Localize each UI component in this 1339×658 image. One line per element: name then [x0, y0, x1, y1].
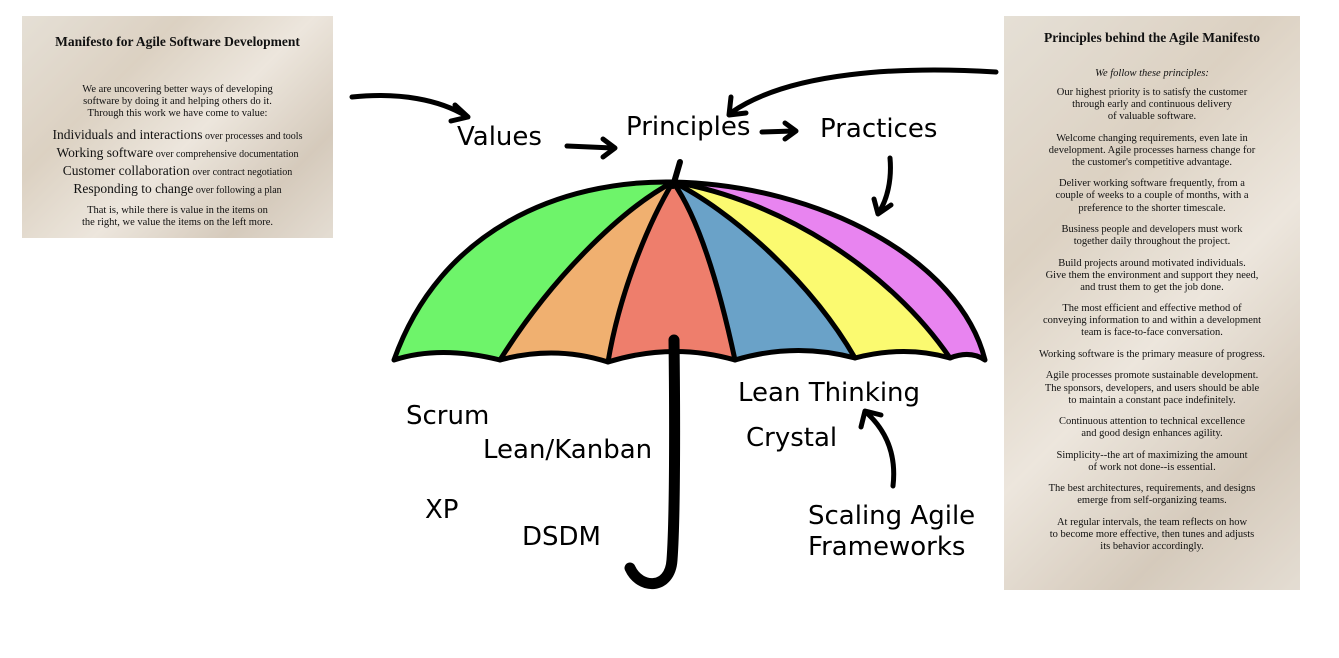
- label-crystal: Crystal: [746, 423, 838, 453]
- principle-item: Deliver working software frequently, fro…: [1055, 178, 1249, 214]
- arrow-to-values-head: [448, 102, 471, 124]
- label-principles: Principles: [626, 112, 751, 142]
- manifesto-value: Working software over comprehensive docu…: [22, 145, 333, 163]
- arrow-to-principles: [729, 67, 999, 115]
- value-rest: over contract negotiation: [192, 167, 293, 178]
- manifesto-outro: That is, while there is value in the ite…: [22, 205, 333, 229]
- canopy-rib: [670, 179, 738, 363]
- manifesto-intro: We are uncovering better ways of develop…: [22, 84, 333, 120]
- principle-item: Working software is the primary measure …: [1038, 348, 1265, 360]
- manifesto-outro-line: That is, while there is value in the ite…: [87, 205, 268, 216]
- canopy-outline: [391, 179, 988, 365]
- principle-item: Agile processes promote sustainable deve…: [1044, 370, 1260, 406]
- label-lean-thinking: Lean Thinking: [738, 378, 921, 408]
- value-lead: Individuals and interactions: [52, 127, 203, 142]
- arrow-principles-to-practices-head: [782, 120, 799, 142]
- umbrella-outline: [391, 159, 988, 589]
- arrow-values-to-principles-head: [600, 136, 618, 160]
- label-scaling-agile: Scaling Agile: [808, 501, 976, 531]
- canopy-panel-orange: [500, 182, 673, 362]
- arrow-to-umbrella-head: [871, 196, 894, 217]
- canopy-rib: [605, 179, 676, 365]
- principle-item: Build projects around motivated individu…: [1045, 257, 1259, 293]
- manifesto-intro-line: We are uncovering better ways of develop…: [82, 84, 273, 95]
- arrow-to-umbrella: [876, 155, 893, 215]
- arrows: [349, 67, 999, 489]
- principle-item: Business people and developers must work…: [1061, 224, 1243, 248]
- agile-principles-card: Principles behind the Agile Manifesto We…: [1004, 16, 1300, 590]
- manifesto-outro-line: the right, we value the items on the lef…: [82, 217, 273, 228]
- arrow-principles-to-practices: [759, 128, 797, 135]
- principle-item: Welcome changing requirements, even late…: [1048, 132, 1256, 168]
- canopy-rib: [670, 179, 953, 361]
- manifesto-value: Individuals and interactions over proces…: [22, 127, 333, 145]
- value-lead: Responding to change: [73, 181, 194, 196]
- manifesto-intro-line: software by doing it and helping others …: [83, 96, 272, 107]
- principles-card-title: Principles behind the Agile Manifesto: [1044, 30, 1260, 45]
- label-frameworks: Frameworks: [808, 532, 966, 562]
- label-dsdm: DSDM: [522, 522, 601, 552]
- arrow-values-to-principles: [564, 143, 616, 151]
- principle-item: The best architectures, requirements, an…: [1048, 483, 1256, 507]
- canopy-rib: [670, 179, 858, 361]
- value-lead: Working software: [56, 145, 154, 160]
- umbrella-handle: [624, 334, 681, 589]
- principle-item: Our highest priority is to satisfy the c…: [1056, 87, 1248, 123]
- label-practices: Practices: [820, 114, 938, 144]
- agile-manifesto-card: Manifesto for Agile Software Development…: [22, 16, 333, 238]
- canopy-panel-blue: [673, 182, 855, 360]
- arrow-to-lean-thinking-head: [858, 408, 884, 430]
- canopy-rib: [497, 179, 676, 363]
- label-lean-kanban: Lean/Kanban: [483, 435, 653, 465]
- canopy-panel-magenta: [673, 182, 985, 360]
- value-lead: Customer collaboration: [62, 163, 190, 178]
- principle-item: Continuous attention to technical excell…: [1058, 416, 1246, 440]
- manifesto-value: Customer collaboration over contract neg…: [22, 163, 333, 181]
- principle-item: At regular intervals, the team reflects …: [1049, 516, 1255, 553]
- manifesto-value: Responding to change over following a pl…: [22, 181, 333, 199]
- canopy-panel-green: [394, 181, 673, 360]
- principle-item: Simplicity--the art of maximizing the am…: [1056, 449, 1248, 473]
- manifesto-intro-line: Through this work we have come to value:: [87, 108, 268, 119]
- arrow-to-values: [349, 93, 469, 119]
- manifesto-title: Manifesto for Agile Software Development: [55, 34, 300, 49]
- canopy-panel-red: [608, 182, 735, 362]
- umbrella-tip: [670, 159, 683, 189]
- label-xp: XP: [425, 495, 459, 525]
- arrow-to-lean-thinking: [865, 411, 897, 489]
- value-rest: over comprehensive documentation: [155, 149, 299, 160]
- label-scrum: Scrum: [406, 401, 490, 431]
- principles-card-subtitle: We follow these principles:: [1095, 68, 1209, 79]
- value-rest: over processes and tools: [204, 131, 303, 142]
- principle-item: The most efficient and effective method …: [1042, 303, 1262, 339]
- label-values: Values: [457, 122, 542, 152]
- value-rest: over following a plan: [195, 185, 282, 196]
- arrow-to-principles-head: [726, 94, 749, 118]
